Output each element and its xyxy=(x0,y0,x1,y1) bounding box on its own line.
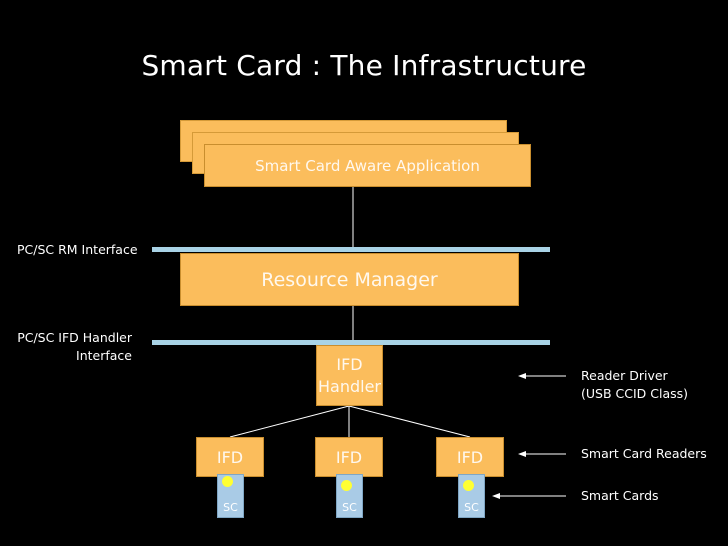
application-label: Smart Card Aware Application xyxy=(255,156,480,175)
smart-card-readers-annotation: Smart Card Readers xyxy=(581,446,707,461)
smart-card-2-label: SC xyxy=(342,501,357,514)
ifd-reader-2: IFD xyxy=(315,437,383,477)
rm-interface-label: PC/SC RM Interface xyxy=(17,242,138,257)
reader-driver-annotation: Reader Driver (USB CCID Class) xyxy=(581,368,689,401)
ifd-reader-3-label: IFD xyxy=(456,448,484,467)
resource-manager-box: Resource Manager xyxy=(180,253,519,306)
ifd-handler-interface-bar xyxy=(152,340,550,345)
smart-card-2-chip-icon xyxy=(341,480,352,491)
handler-to-ifd-1-line xyxy=(229,405,350,438)
smart-card-1-chip-icon xyxy=(222,476,233,487)
smart-card-3-label: SC xyxy=(464,501,479,514)
rm-interface-bar xyxy=(152,247,550,252)
handler-to-ifd-3-line xyxy=(348,405,471,438)
ifd-reader-1: IFD xyxy=(196,437,264,477)
ifd-reader-2-label: IFD xyxy=(335,448,363,467)
ifd-handler-interface-label: PC/SC IFD Handler Interface xyxy=(17,330,132,363)
smart-card-3-chip-icon xyxy=(463,480,474,491)
ifd-reader-3: IFD xyxy=(436,437,504,477)
page-title: Smart Card : The Infrastructure xyxy=(141,49,587,82)
smart-cards-annotation: Smart Cards xyxy=(581,488,659,503)
resource-manager-label: Resource Manager xyxy=(261,268,438,291)
ifd-handler-box: IFD Handler xyxy=(316,345,383,406)
ifd-handler-label: IFD Handler xyxy=(318,354,381,396)
smart-card-3: SC xyxy=(458,474,485,518)
ifd-reader-1-label: IFD xyxy=(216,448,244,467)
smart-card-1-label: SC xyxy=(223,501,238,514)
smart-card-aware-application-box: Smart Card Aware Application xyxy=(204,144,531,187)
